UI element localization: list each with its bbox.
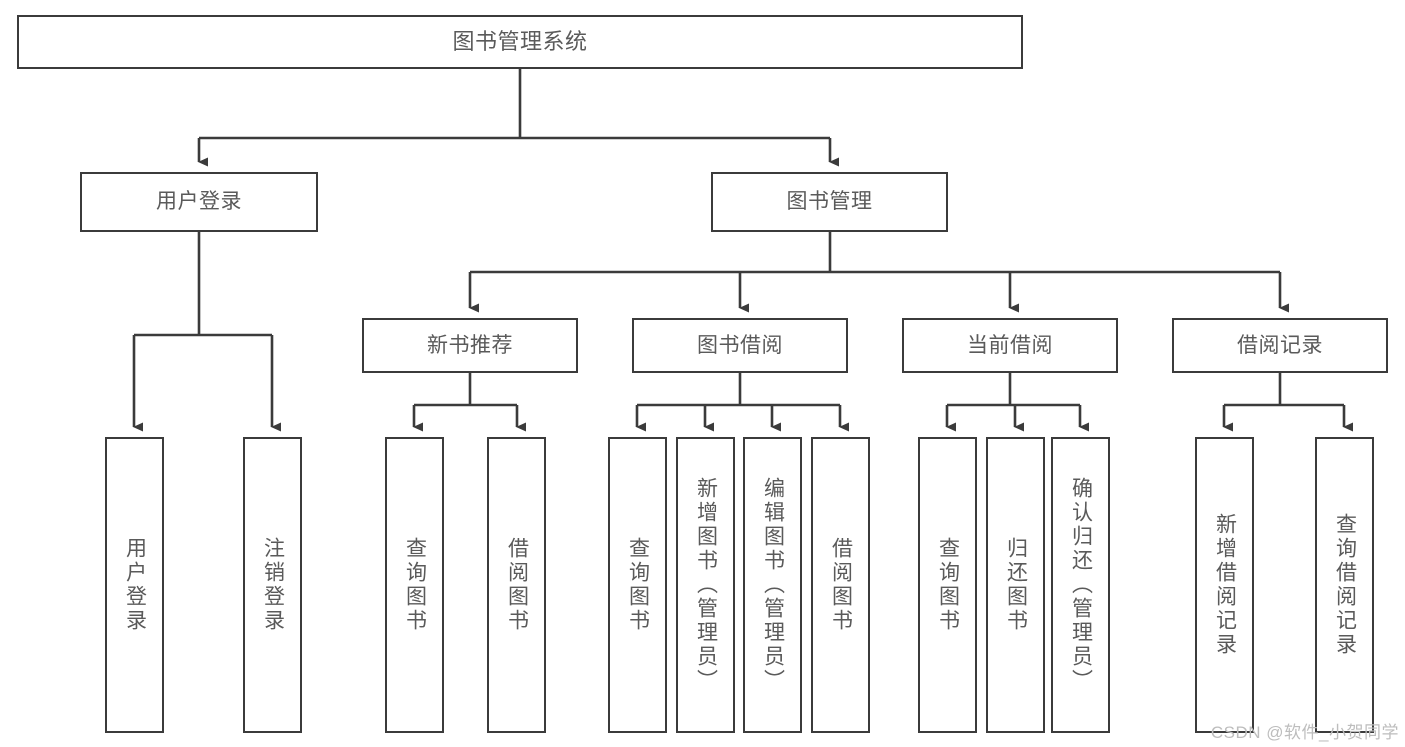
node-label: 用户登录 xyxy=(123,537,147,633)
node-leaf-add-book-admin[interactable]: 新增图书（管理员） xyxy=(676,437,735,733)
node-label: 图书借阅 xyxy=(697,333,783,357)
node-label: 图书管理 xyxy=(786,190,873,214)
node-user-login[interactable]: 用户登录 xyxy=(80,172,318,232)
node-book-manage[interactable]: 图书管理 xyxy=(711,172,948,232)
node-label: 查询图书 xyxy=(626,537,650,633)
node-leaf-edit-book-admin[interactable]: 编辑图书（管理员） xyxy=(743,437,802,733)
node-leaf-user-logout[interactable]: 注销登录 xyxy=(243,437,302,733)
node-label: 借阅图书 xyxy=(829,537,853,633)
node-leaf-query-book-current[interactable]: 查询图书 xyxy=(918,437,977,733)
node-current-borrow[interactable]: 当前借阅 xyxy=(902,318,1118,373)
node-label: 查询图书 xyxy=(936,537,960,633)
node-label: 新书推荐 xyxy=(427,333,513,357)
node-label: 新增借阅记录 xyxy=(1213,513,1237,657)
node-book-borrow[interactable]: 图书借阅 xyxy=(632,318,848,373)
node-label: 编辑图书（管理员） xyxy=(761,477,785,693)
node-leaf-user-login[interactable]: 用户登录 xyxy=(105,437,164,733)
node-root-system[interactable]: 图书管理系统 xyxy=(17,15,1023,69)
node-leaf-query-book-recommend[interactable]: 查询图书 xyxy=(385,437,444,733)
node-leaf-add-borrow-record[interactable]: 新增借阅记录 xyxy=(1195,437,1254,733)
node-label: 当前借阅 xyxy=(967,333,1053,357)
node-leaf-query-borrow-record[interactable]: 查询借阅记录 xyxy=(1315,437,1374,733)
node-label: 用户登录 xyxy=(156,190,242,214)
node-label: 新增图书（管理员） xyxy=(694,477,718,693)
node-leaf-query-book-borrow[interactable]: 查询图书 xyxy=(608,437,667,733)
csdn-watermark: CSDN @软件_小贺同学 xyxy=(1210,723,1399,742)
node-leaf-confirm-return-admin[interactable]: 确认归还（管理员） xyxy=(1051,437,1110,733)
node-label: 借阅记录 xyxy=(1237,333,1323,357)
node-label: 借阅图书 xyxy=(505,537,529,633)
node-label: 归还图书 xyxy=(1004,537,1028,633)
node-leaf-borrow-book[interactable]: 借阅图书 xyxy=(811,437,870,733)
node-label: 查询借阅记录 xyxy=(1333,513,1357,657)
node-borrow-record[interactable]: 借阅记录 xyxy=(1172,318,1388,373)
node-label: 确认归还（管理员） xyxy=(1069,477,1093,693)
node-leaf-return-book[interactable]: 归还图书 xyxy=(986,437,1045,733)
node-label: 注销登录 xyxy=(261,537,285,633)
node-leaf-borrow-book-recommend[interactable]: 借阅图书 xyxy=(487,437,546,733)
node-label: 查询图书 xyxy=(403,537,427,633)
node-label: 图书管理系统 xyxy=(452,28,588,54)
node-new-book-recommend[interactable]: 新书推荐 xyxy=(362,318,578,373)
